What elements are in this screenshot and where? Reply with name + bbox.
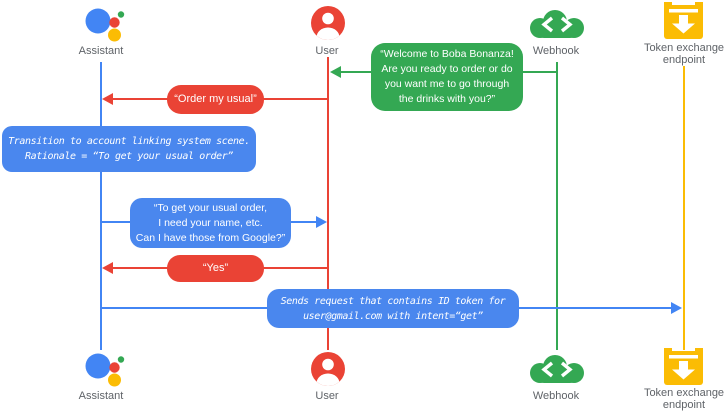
webhook-label: Webhook [532,45,580,57]
ask-message-bubble: “To get your usual order, I need your na… [130,198,291,248]
user-icon [311,352,345,386]
user-label: User [315,390,339,402]
arrowhead-left-icon [330,66,341,78]
token-endpoint-label: Token exchange endpoint [643,42,725,66]
assistant-icon [79,5,125,43]
token-endpoint-icon [661,348,706,386]
id-token-request-note: Sends request that contains ID token for… [267,289,519,328]
user-icon [311,6,345,40]
webhook-lifeline [556,62,558,350]
arrowhead-left-icon [102,93,113,105]
assistant-label: Assistant [78,45,124,57]
order-message-bubble: “Order my usual” [167,85,264,114]
yes-message-bubble: “Yes” [167,255,264,282]
webhook-icon [528,355,586,383]
user-label: User [315,45,339,57]
arrowhead-right-icon [671,302,682,314]
token-endpoint-icon [661,2,706,40]
webhook-icon [528,10,586,38]
arrowhead-left-icon [102,262,113,274]
assistant-icon [79,350,125,388]
arrowhead-right-icon [316,216,327,228]
assistant-label: Assistant [78,390,124,402]
assistant-lifeline [100,62,102,350]
token-endpoint-lifeline [683,66,685,350]
welcome-message-bubble: “Welcome to Boba Bonanza! Are you ready … [371,43,523,111]
user-lifeline [327,57,329,350]
token-endpoint-label: Token exchange endpoint [643,387,725,411]
webhook-label: Webhook [532,390,580,402]
transition-note: Transition to account linking system sce… [2,126,256,172]
